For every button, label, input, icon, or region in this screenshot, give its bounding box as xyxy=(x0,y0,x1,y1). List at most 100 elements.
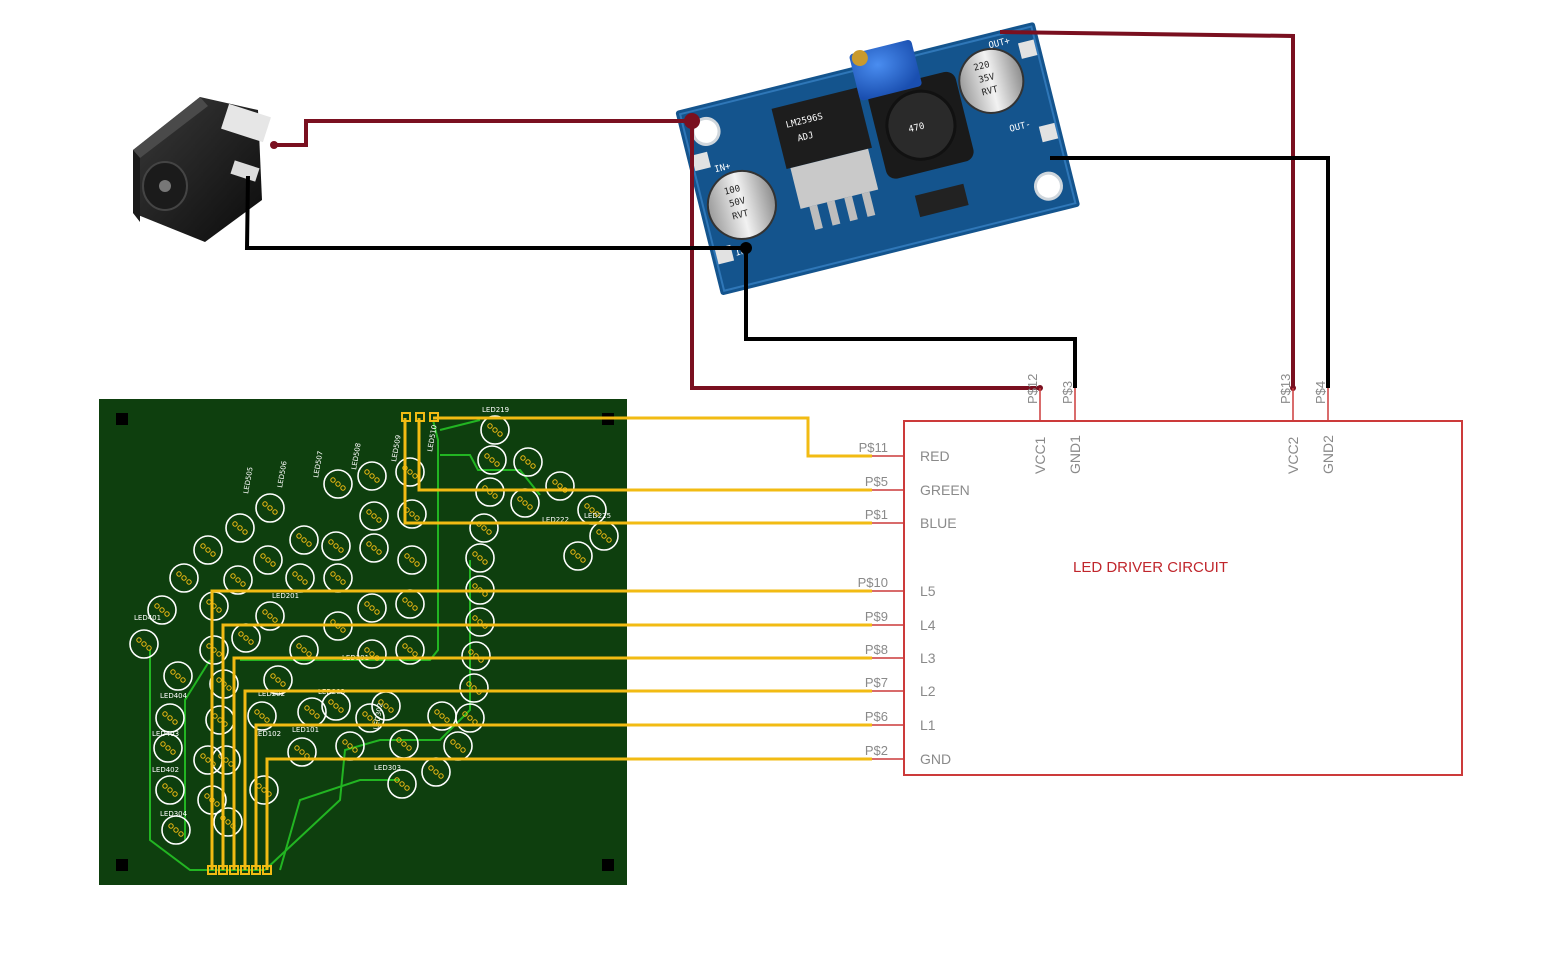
led-pad xyxy=(338,547,344,553)
led-footprint xyxy=(249,775,279,805)
wire-red-signal xyxy=(433,416,872,458)
led-pad xyxy=(369,473,375,479)
led-pad xyxy=(205,547,211,553)
led-pad xyxy=(141,641,147,647)
wire-out-minus-to-gnd2 xyxy=(1050,156,1330,388)
led-pad xyxy=(254,709,260,715)
trimmer-pot xyxy=(849,39,922,101)
led-footprint xyxy=(395,635,425,665)
led-pad xyxy=(404,553,410,559)
junction-in-plus xyxy=(684,113,700,129)
driver-outline xyxy=(903,420,1463,776)
led-pad xyxy=(570,549,576,555)
wire-l3 xyxy=(232,656,872,870)
led-pad xyxy=(369,651,375,657)
led-footprint xyxy=(323,469,353,499)
pcb-mount-hole xyxy=(602,859,614,871)
led-pad xyxy=(477,555,483,561)
led-pad xyxy=(243,635,249,641)
port-name-label: BLUE xyxy=(920,515,957,531)
led-pad xyxy=(374,477,380,483)
led-footprint xyxy=(357,461,387,491)
led-pad xyxy=(333,703,339,709)
led-pad xyxy=(462,711,468,717)
led-pad xyxy=(340,579,346,585)
led-pad xyxy=(267,613,273,619)
pcb-header-bottom xyxy=(207,865,272,875)
led-pad xyxy=(306,651,312,657)
led-footprint xyxy=(461,641,491,671)
led-pad xyxy=(154,603,160,609)
wire-l1 xyxy=(254,723,872,870)
led-pad xyxy=(210,551,216,557)
led-pad xyxy=(439,713,445,719)
led-footprint xyxy=(289,525,319,555)
wire-blue-signal xyxy=(403,418,872,525)
led-pad xyxy=(200,543,206,549)
led-pad xyxy=(335,575,341,581)
led-footprint xyxy=(263,665,293,695)
led-pad xyxy=(407,647,413,653)
led-pad xyxy=(340,485,346,491)
led-pad xyxy=(335,481,341,487)
led-pad xyxy=(433,769,439,775)
led-pad xyxy=(304,705,310,711)
led-pad xyxy=(136,637,142,643)
led-pad xyxy=(557,483,563,489)
led-pad xyxy=(402,643,408,649)
port-net-label: P$1 xyxy=(865,507,888,522)
wire-out-plus-to-vcc2 xyxy=(999,30,1295,388)
pcb-led-label: LED303 xyxy=(374,764,401,772)
port-name-label: L4 xyxy=(920,617,936,633)
port-net-label: P$6 xyxy=(865,709,888,724)
led-pad xyxy=(472,583,478,589)
led-pad xyxy=(492,493,498,499)
led-pad xyxy=(230,573,236,579)
led-footprint xyxy=(253,545,283,575)
led-pad xyxy=(412,605,418,611)
led-pad xyxy=(472,551,478,557)
wire-jack-to-in-minus xyxy=(244,175,746,250)
led-pad xyxy=(294,745,300,751)
led-pad xyxy=(262,609,268,615)
led-footprint xyxy=(465,543,495,573)
led-pad xyxy=(205,757,211,763)
led-pad xyxy=(378,699,384,705)
led-pad xyxy=(297,575,303,581)
led-driver-block: LED DRIVER CIRCUIT P$11REDP$5GREENP$1BLU… xyxy=(858,374,1463,776)
led-pad xyxy=(594,511,600,517)
wire-in-plus-to-vcc1 xyxy=(690,121,1040,390)
led-footprint xyxy=(155,775,185,805)
led-pad xyxy=(301,647,307,653)
led-pad xyxy=(522,500,528,506)
led-pad xyxy=(216,677,222,683)
led-pad xyxy=(468,649,474,655)
port-net-label: P$9 xyxy=(865,609,888,624)
led-pad xyxy=(527,504,533,510)
port-name-label: GREEN xyxy=(920,482,970,498)
port-net-label: P$10 xyxy=(858,575,888,590)
led-pad xyxy=(173,827,179,833)
led-pad xyxy=(497,431,503,437)
wire-gnd-signal xyxy=(265,757,872,870)
in-plus-label: IN+ xyxy=(714,162,733,176)
led-pad xyxy=(412,651,418,657)
regulator-chip xyxy=(771,87,872,170)
led-pad xyxy=(412,473,418,479)
led-pad xyxy=(601,533,607,539)
led-pad xyxy=(455,743,461,749)
led-pad xyxy=(484,453,490,459)
led-footprint xyxy=(469,513,499,543)
led-footprint xyxy=(193,535,223,565)
led-footprint xyxy=(357,639,387,669)
led-pad xyxy=(596,529,602,535)
led-pad xyxy=(162,783,168,789)
led-footprint xyxy=(147,595,177,625)
led-footprint xyxy=(397,499,427,529)
pcb-led-label: LED219 xyxy=(482,406,509,414)
led-pad xyxy=(272,509,278,515)
led-pad xyxy=(434,709,440,715)
led-pad xyxy=(226,685,232,691)
